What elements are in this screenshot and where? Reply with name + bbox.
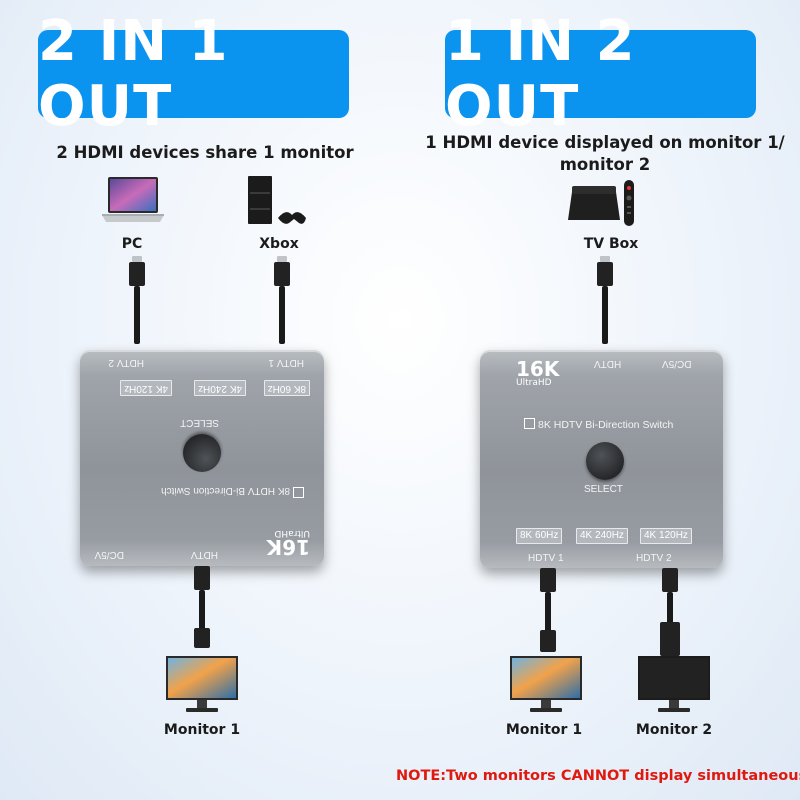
right-port-hdtv1: HDTV 1	[528, 553, 564, 564]
hdmi-plug-pc	[129, 262, 145, 286]
left-title-badge: 2 IN 1 OUT	[38, 9, 349, 139]
left-port-hdtv2: HDTV 2	[108, 357, 144, 368]
hdmi-plug-left-out	[194, 566, 210, 590]
left-subtitle: 2 HDMI devices share 1 monitor	[56, 143, 354, 162]
monitor-icon-right-1	[508, 654, 584, 716]
console-icon	[238, 174, 308, 230]
pc-label: PC	[121, 236, 143, 252]
monitor-icon-right-2	[636, 654, 712, 716]
hdmi-plug-right-out1	[540, 568, 556, 592]
laptop-icon	[100, 175, 166, 227]
right-title-badge: 1 IN 2 OUT	[445, 9, 756, 139]
right-port-dc: DC/5V	[662, 358, 692, 369]
right-monitor1-label: Monitor 1	[505, 722, 583, 738]
hdmi-plug-right-out2	[662, 568, 678, 592]
left-monitor-label: Monitor 1	[163, 722, 241, 738]
right-spec-8k: 8K 60Hz	[516, 528, 563, 544]
right-spec-4k120: 4K 120Hz	[640, 528, 692, 544]
right-port-hdtv2: HDTV 2	[636, 553, 672, 564]
left-spec-4k240: 4K 240Hz	[194, 380, 246, 396]
right-switch-name: 8K HDTV Bi-Direction Switch	[524, 418, 673, 431]
right-select-button[interactable]	[586, 442, 624, 480]
left-switch-name: 8K HDTV Bi-Direction Switch	[161, 485, 304, 498]
monitor-icon-left	[164, 654, 240, 716]
hdmi-plug-tvbox	[597, 262, 613, 286]
warning-note: NOTE:Two monitors CANNOT display simulta…	[396, 768, 800, 784]
right-port-hdtv: HDTV	[594, 358, 622, 369]
hdmi-plug-xbox	[274, 262, 290, 286]
left-spec-4k120: 4K 120Hz	[120, 380, 172, 396]
left-port-dc: DC/5V	[94, 549, 124, 560]
xbox-label: Xbox	[259, 236, 299, 252]
tv-box-label: TV Box	[583, 236, 639, 252]
tv-box-icon	[568, 178, 648, 230]
left-select-button[interactable]	[183, 434, 221, 472]
left-port-hdtv1: HDTV 1	[268, 357, 304, 368]
left-spec-8k: 8K 60Hz	[263, 380, 310, 396]
left-port-hdtv: HDTV	[190, 549, 218, 560]
right-spec-4k240: 4K 240Hz	[576, 528, 628, 544]
right-select-label: SELECT	[584, 484, 623, 495]
right-subtitle: 1 HDMI device displayed on monitor 1/ mo…	[425, 133, 785, 174]
right-monitor2-label: Monitor 2	[635, 722, 713, 738]
left-select-label: SELECT	[180, 417, 219, 428]
